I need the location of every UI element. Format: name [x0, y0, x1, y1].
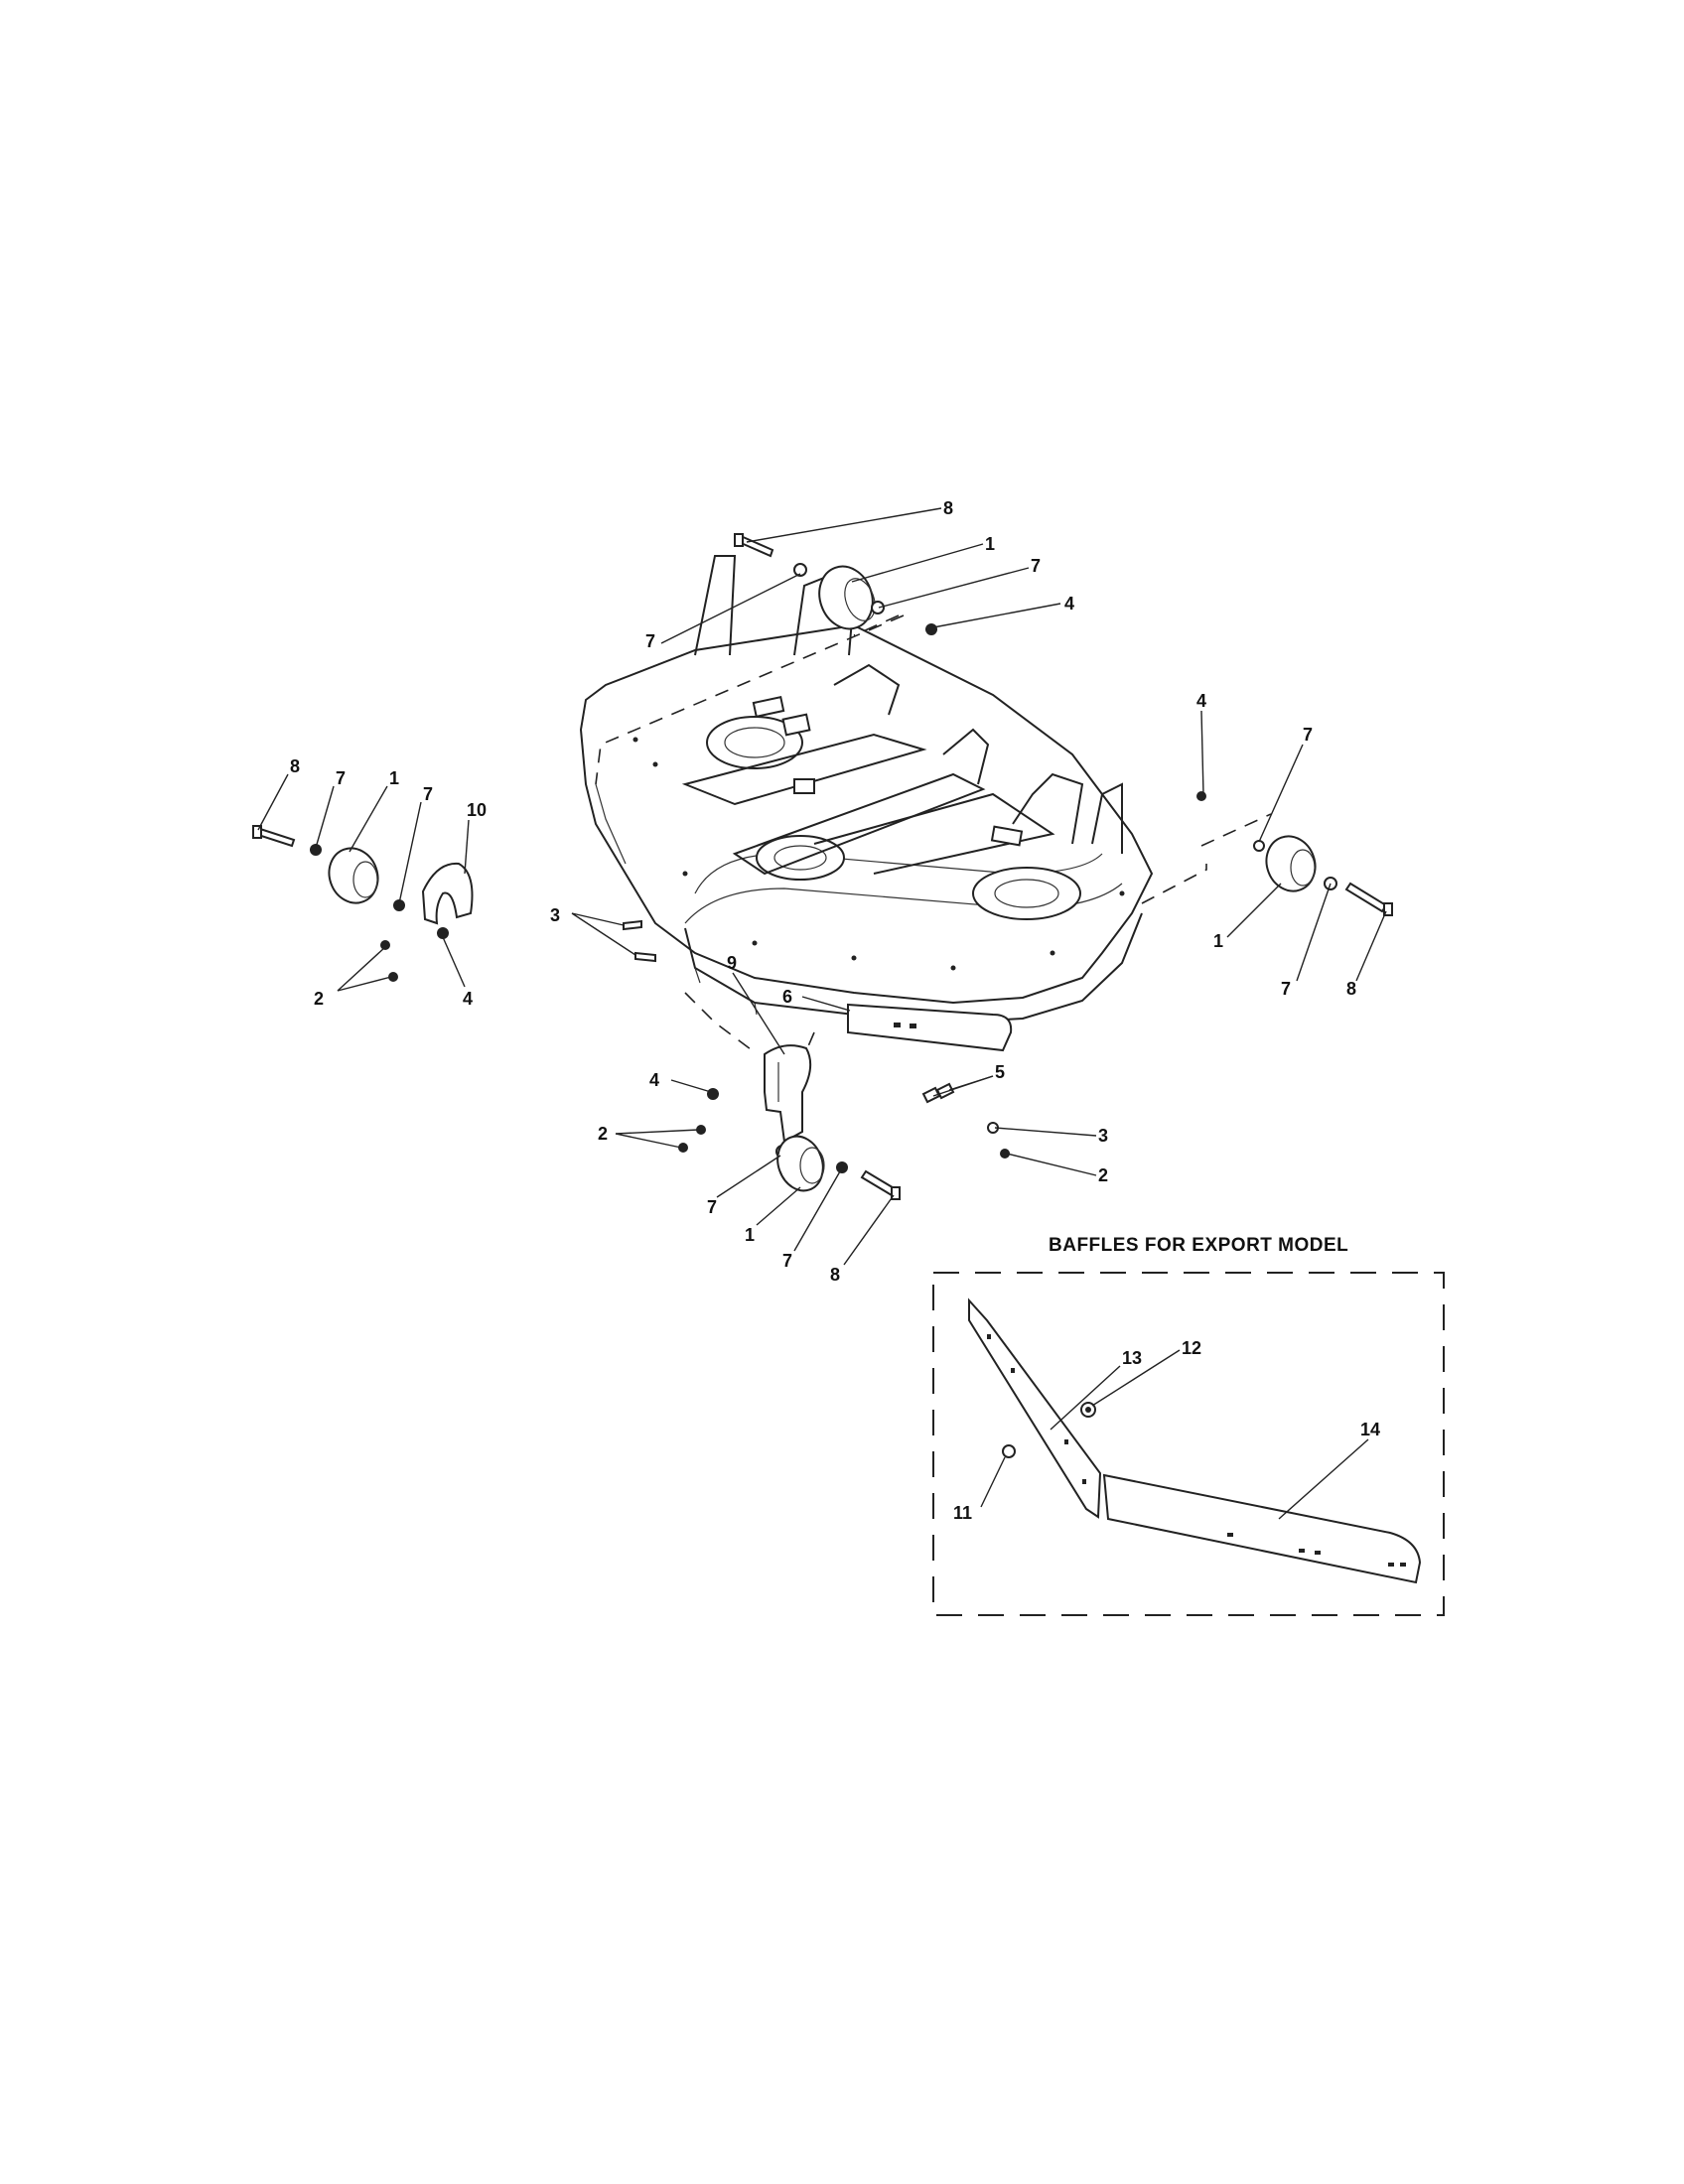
callout-right-7a: 7	[1303, 725, 1313, 745]
callout-top-8: 8	[943, 498, 953, 518]
callout-box-14: 14	[1360, 1420, 1380, 1439]
callout-top-4: 4	[1064, 594, 1074, 614]
callout-mid-9: 9	[727, 953, 737, 973]
callout-left-7a: 7	[336, 768, 346, 788]
left-caster-bracket	[421, 862, 474, 925]
callout-top-7b: 7	[645, 631, 655, 651]
spindle-right-icon	[972, 867, 1081, 920]
callout-left-8: 8	[290, 756, 300, 776]
callout-mid-5: 5	[995, 1062, 1005, 1082]
right-wheel-assembly	[1196, 791, 1393, 916]
baffle-6	[847, 1003, 1013, 1052]
callout-box-11: 11	[953, 1503, 972, 1523]
callout-bot-7b: 7	[782, 1251, 792, 1271]
bolt-11-icon	[1002, 1444, 1016, 1458]
caster-bracket-9	[764, 1044, 812, 1144]
callout-mid-2a: 2	[598, 1124, 608, 1144]
export-baffles-box	[932, 1272, 1445, 1616]
callout-left-4: 4	[463, 989, 473, 1009]
callout-bot-7a: 7	[707, 1197, 717, 1217]
top-wheel-assembly	[734, 533, 937, 635]
callout-left-2: 2	[314, 989, 324, 1009]
callout-box-12: 12	[1182, 1338, 1201, 1358]
callout-top-7a: 7	[1031, 556, 1041, 576]
callout-top-1: 1	[985, 534, 995, 554]
spindle-center-icon	[756, 835, 845, 881]
callout-left-10: 10	[467, 800, 487, 820]
callout-box-13: 13	[1122, 1348, 1142, 1368]
spindle-left-icon	[706, 716, 803, 769]
callout-right-4: 4	[1196, 691, 1206, 711]
leader-lines	[257, 507, 1387, 1266]
callout-right-8: 8	[1346, 979, 1356, 999]
export-baffles-caption: BAFFLES FOR EXPORT MODEL	[1049, 1235, 1348, 1256]
attachment-lines	[595, 614, 1272, 1103]
callout-mid-6: 6	[782, 987, 792, 1007]
callout-bot-1: 1	[745, 1225, 755, 1245]
callout-right-1: 1	[1213, 931, 1223, 951]
callout-mid-4: 4	[649, 1070, 659, 1090]
callout-mid-2b: 2	[1098, 1165, 1108, 1185]
callout-left-1: 1	[389, 768, 399, 788]
callout-bot-8: 8	[830, 1265, 840, 1285]
baffle-14	[1102, 1473, 1422, 1584]
top-wheel-icon	[818, 565, 874, 630]
middle-hardware	[623, 919, 1013, 1200]
callout-mid-3: 3	[550, 905, 560, 925]
callout-mid-3b: 3	[1098, 1126, 1108, 1146]
callout-right-7b: 7	[1281, 979, 1291, 999]
mower-deck	[579, 555, 1154, 1024]
baffle-13	[968, 1297, 1102, 1519]
callout-left-7b: 7	[423, 784, 433, 804]
callout-labels: 8 1 7 7 4 4 7 1 7 8 8 7 1 7 10 2 4 3 9 6…	[290, 498, 1380, 1523]
left-wheel-assembly	[252, 825, 474, 982]
